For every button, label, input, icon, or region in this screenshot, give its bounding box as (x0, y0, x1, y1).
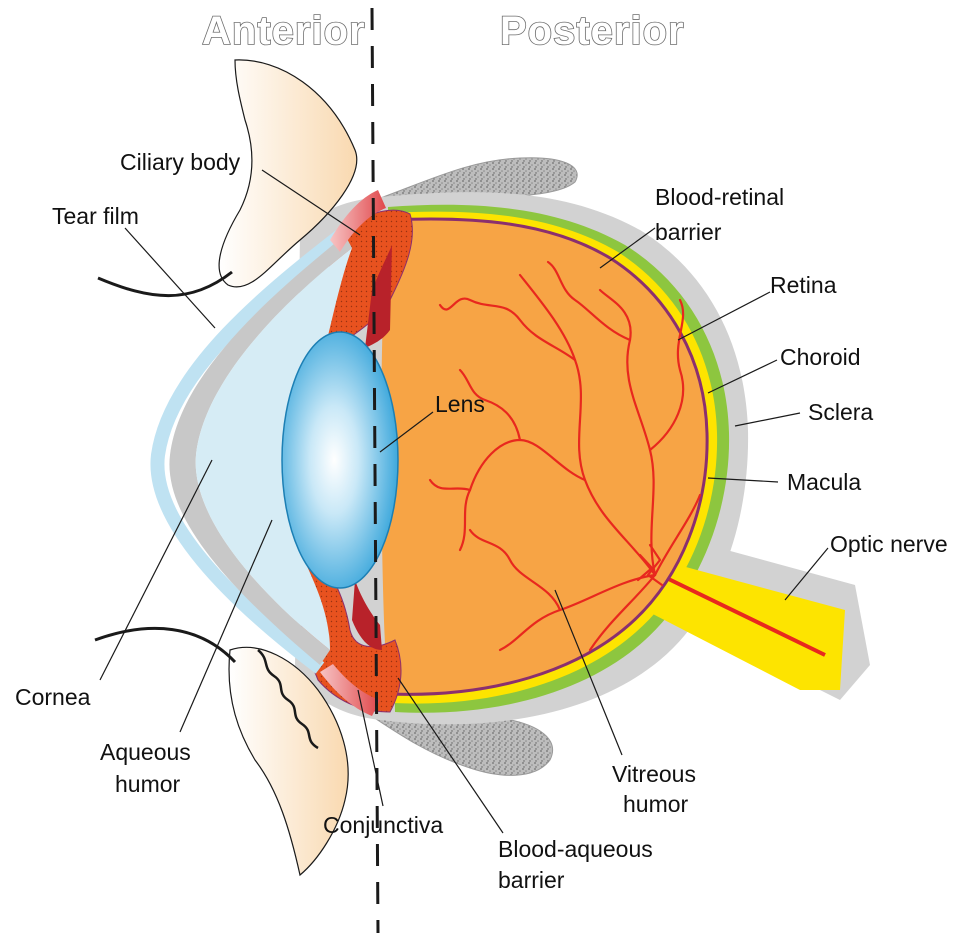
leader-tear-film (125, 228, 215, 328)
label-sclera: Sclera (808, 399, 873, 425)
lower-eyelash (95, 628, 235, 662)
posterior-header: Posterior (500, 9, 685, 53)
label-vitreous-1: Vitreous (612, 761, 696, 787)
label-macula: Macula (787, 469, 861, 495)
label-choroid: Choroid (780, 344, 861, 370)
label-conjunctiva: Conjunctiva (323, 812, 443, 838)
label-blood-aqueous-1: Blood-aqueous (498, 836, 653, 862)
label-blood-retinal-1: Blood-retinal (655, 184, 784, 210)
label-retina: Retina (770, 272, 837, 298)
label-vitreous-2: humor (623, 791, 689, 817)
anterior-header: Anterior (202, 9, 366, 53)
label-blood-retinal-2: barrier (655, 219, 722, 245)
label-aqueous-1: Aqueous (100, 739, 191, 765)
label-cornea: Cornea (15, 684, 91, 710)
label-blood-aqueous-2: barrier (498, 867, 565, 893)
label-lens: Lens (435, 391, 485, 417)
label-optic-nerve: Optic nerve (830, 531, 948, 557)
label-tear-film: Tear film (52, 203, 139, 229)
label-ciliary-body: Ciliary body (120, 149, 241, 175)
label-aqueous-2: humor (115, 771, 181, 797)
lens (282, 332, 398, 588)
upper-eyelash (98, 272, 232, 296)
